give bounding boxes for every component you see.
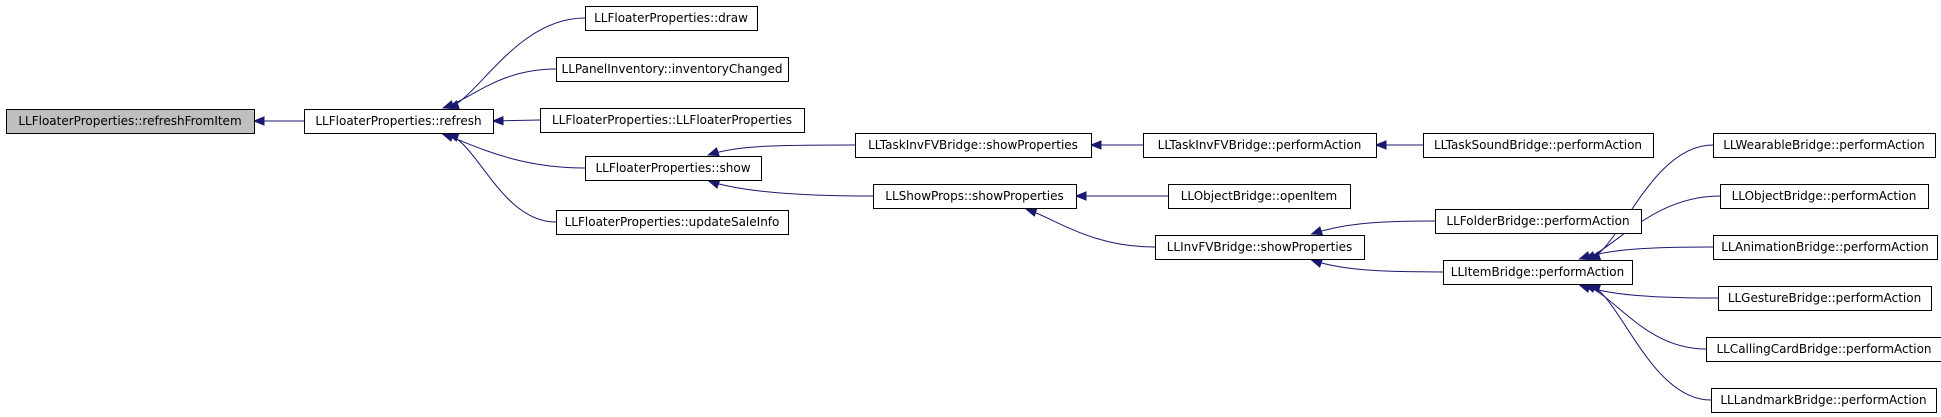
- node-box: [1423, 133, 1654, 158]
- arrowhead: [1374, 140, 1387, 150]
- node-label: LLItemBridge::performAction: [1451, 265, 1624, 279]
- node-show[interactable]: LLFloaterProperties::show: [585, 156, 762, 181]
- node-box: [1711, 388, 1937, 413]
- node-ctor[interactable]: LLFloaterProperties::LLFloaterProperties: [540, 108, 805, 133]
- edge-landmarkPerform-to-itemPerform: [1589, 284, 1712, 401]
- node-box: [1443, 260, 1633, 285]
- node-label: LLFolderBridge::performAction: [1446, 214, 1629, 228]
- arrowhead: [441, 100, 455, 110]
- edge-invShowProps-to-showPropsShow: [1025, 208, 1156, 248]
- edge-folderPerform-to-invShowProps: [1311, 220, 1436, 235]
- arrowhead: [1074, 191, 1087, 201]
- node-animPerform[interactable]: LLAnimationBridge::performAction: [1713, 235, 1938, 260]
- node-taskShowProps[interactable]: LLTaskInvFVBridge::showProperties: [855, 133, 1092, 158]
- node-label: LLFloaterProperties::refreshFromItem: [18, 114, 241, 128]
- node-label: LLObjectBridge::performAction: [1732, 189, 1917, 203]
- node-label: LLTaskInvFVBridge::showProperties: [868, 138, 1078, 152]
- node-gesturePerform[interactable]: LLGestureBridge::performAction: [1718, 286, 1932, 311]
- node-label: LLGestureBridge::performAction: [1728, 291, 1921, 305]
- node-callingCardPerform[interactable]: LLCallingCardBridge::performAction: [1706, 337, 1941, 362]
- node-box: [540, 108, 805, 133]
- node-folderPerform[interactable]: LLFolderBridge::performAction: [1435, 209, 1642, 234]
- edges-layer: [252, 17, 1721, 401]
- node-showPropsShow[interactable]: LLShowProps::showProperties: [873, 184, 1077, 209]
- arrowhead: [1310, 226, 1324, 236]
- node-label: LLTaskInvFVBridge::performAction: [1158, 138, 1362, 152]
- edge-show-to-refresh: [442, 133, 586, 169]
- node-taskSoundPerform[interactable]: LLTaskSoundBridge::performAction: [1423, 133, 1654, 158]
- node-label: LLCallingCardBridge::performAction: [1716, 342, 1931, 356]
- arrowhead: [1310, 258, 1323, 268]
- arrowhead: [1089, 140, 1102, 150]
- arrowhead: [491, 116, 504, 126]
- edge-taskShowProps-to-show: [708, 144, 856, 156]
- node-label: LLInvFVBridge::showProperties: [1167, 240, 1353, 254]
- node-box: [1168, 184, 1351, 209]
- node-box: [585, 156, 762, 181]
- node-label: LLFloaterProperties::show: [595, 161, 750, 175]
- node-refresh[interactable]: LLFloaterProperties::refresh: [304, 109, 494, 134]
- node-inventoryChanged[interactable]: LLPanelInventory::inventoryChanged: [556, 57, 789, 82]
- node-refreshFromItem[interactable]: LLFloaterProperties::refreshFromItem: [6, 109, 255, 134]
- edge-wearablePerform-to-itemPerform: [1589, 144, 1714, 260]
- node-label: LLShowProps::showProperties: [885, 189, 1063, 203]
- node-box: [585, 6, 758, 31]
- arrowhead: [1578, 251, 1591, 261]
- node-box: [1706, 337, 1941, 362]
- edge-draw-to-refresh: [448, 17, 586, 109]
- node-wearablePerform[interactable]: LLWearableBridge::performAction: [1713, 133, 1936, 158]
- node-box: [556, 57, 789, 82]
- node-label: LLAnimationBridge::performAction: [1721, 240, 1929, 254]
- arrowhead: [707, 179, 721, 189]
- arrowhead: [707, 147, 720, 157]
- node-box: [1718, 286, 1932, 311]
- node-box: [304, 109, 494, 134]
- node-box: [1720, 184, 1929, 209]
- node-label: LLFloaterProperties::updateSaleInfo: [565, 215, 780, 229]
- node-itemPerform[interactable]: LLItemBridge::performAction: [1443, 260, 1633, 285]
- node-updateSaleInfo[interactable]: LLFloaterProperties::updateSaleInfo: [556, 210, 789, 235]
- node-box: [1143, 133, 1377, 158]
- node-label: LLLandmarkBridge::performAction: [1720, 393, 1926, 407]
- node-box: [556, 210, 789, 235]
- edge-updateSaleInfo-to-refresh: [447, 133, 557, 223]
- arrowhead: [1024, 207, 1038, 217]
- node-box: [6, 109, 255, 134]
- node-box: [1713, 235, 1938, 260]
- node-landmarkPerform[interactable]: LLLandmarkBridge::performAction: [1711, 388, 1937, 413]
- edge-showPropsShow-to-show: [708, 180, 874, 197]
- edge-inventoryChanged-to-refresh: [443, 68, 557, 109]
- node-label: LLTaskSoundBridge::performAction: [1434, 138, 1642, 152]
- node-label: LLFloaterProperties::LLFloaterProperties: [552, 113, 792, 127]
- node-draw[interactable]: LLFloaterProperties::draw: [585, 6, 758, 31]
- edge-callingCardPerform-to-itemPerform: [1584, 284, 1707, 350]
- node-box: [1713, 133, 1936, 158]
- node-invShowProps[interactable]: LLInvFVBridge::showProperties: [1155, 235, 1365, 260]
- node-label: LLObjectBridge::openItem: [1181, 189, 1338, 203]
- node-label: LLWearableBridge::performAction: [1723, 138, 1925, 152]
- node-box: [1155, 235, 1365, 260]
- arrowhead: [252, 116, 265, 126]
- node-objectPerform[interactable]: LLObjectBridge::performAction: [1720, 184, 1929, 209]
- node-box: [855, 133, 1092, 158]
- node-label: LLPanelInventory::inventoryChanged: [562, 62, 783, 76]
- edge-animPerform-to-itemPerform: [1579, 246, 1714, 260]
- node-taskPerform[interactable]: LLTaskInvFVBridge::performAction: [1143, 133, 1377, 158]
- node-box: [1435, 209, 1642, 234]
- node-label: LLFloaterProperties::refresh: [315, 114, 481, 128]
- node-objOpen[interactable]: LLObjectBridge::openItem: [1168, 184, 1351, 209]
- node-label: LLFloaterProperties::draw: [594, 11, 748, 25]
- node-box: [873, 184, 1077, 209]
- edge-itemPerform-to-invShowProps: [1311, 259, 1444, 273]
